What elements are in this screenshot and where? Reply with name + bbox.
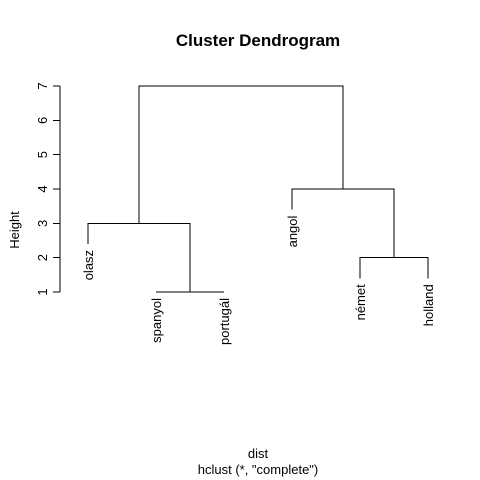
y-tick-label: 5: [35, 151, 50, 158]
merge-link-m5: [138, 85, 344, 224]
x-axis-label: dist: [248, 446, 269, 461]
method-sublabel: hclust (*, "complete"): [198, 462, 319, 477]
y-axis: 1 2 3 4 5 6 7: [35, 82, 61, 296]
y-axis-label: Height: [7, 211, 22, 249]
leaf-label-olasz: olasz: [81, 250, 96, 280]
leaf-label-portugal: portugál: [217, 298, 232, 345]
y-tick-label: 4: [35, 185, 50, 192]
leaf-label-angol: angol: [285, 215, 300, 247]
merge-link-m3: [87, 222, 191, 292]
leaf-label-nemet: német: [353, 284, 368, 321]
leaf-label-spanyol: spanyol: [149, 298, 164, 343]
y-tick-label: 1: [35, 288, 50, 295]
y-tick-label: 6: [35, 117, 50, 124]
leaf-labels: olasz spanyol portugál angol német holland: [81, 215, 436, 344]
leaf-label-holland: holland: [421, 284, 436, 326]
chart-title: Cluster Dendrogram: [176, 31, 340, 50]
y-tick-label: 2: [35, 254, 50, 261]
merge-link-m4: [291, 188, 395, 258]
y-tick-label: 7: [35, 82, 50, 89]
dendrogram-tree: [87, 85, 429, 293]
y-tick-label: 3: [35, 220, 50, 227]
merge-link-m2: [359, 257, 429, 279]
